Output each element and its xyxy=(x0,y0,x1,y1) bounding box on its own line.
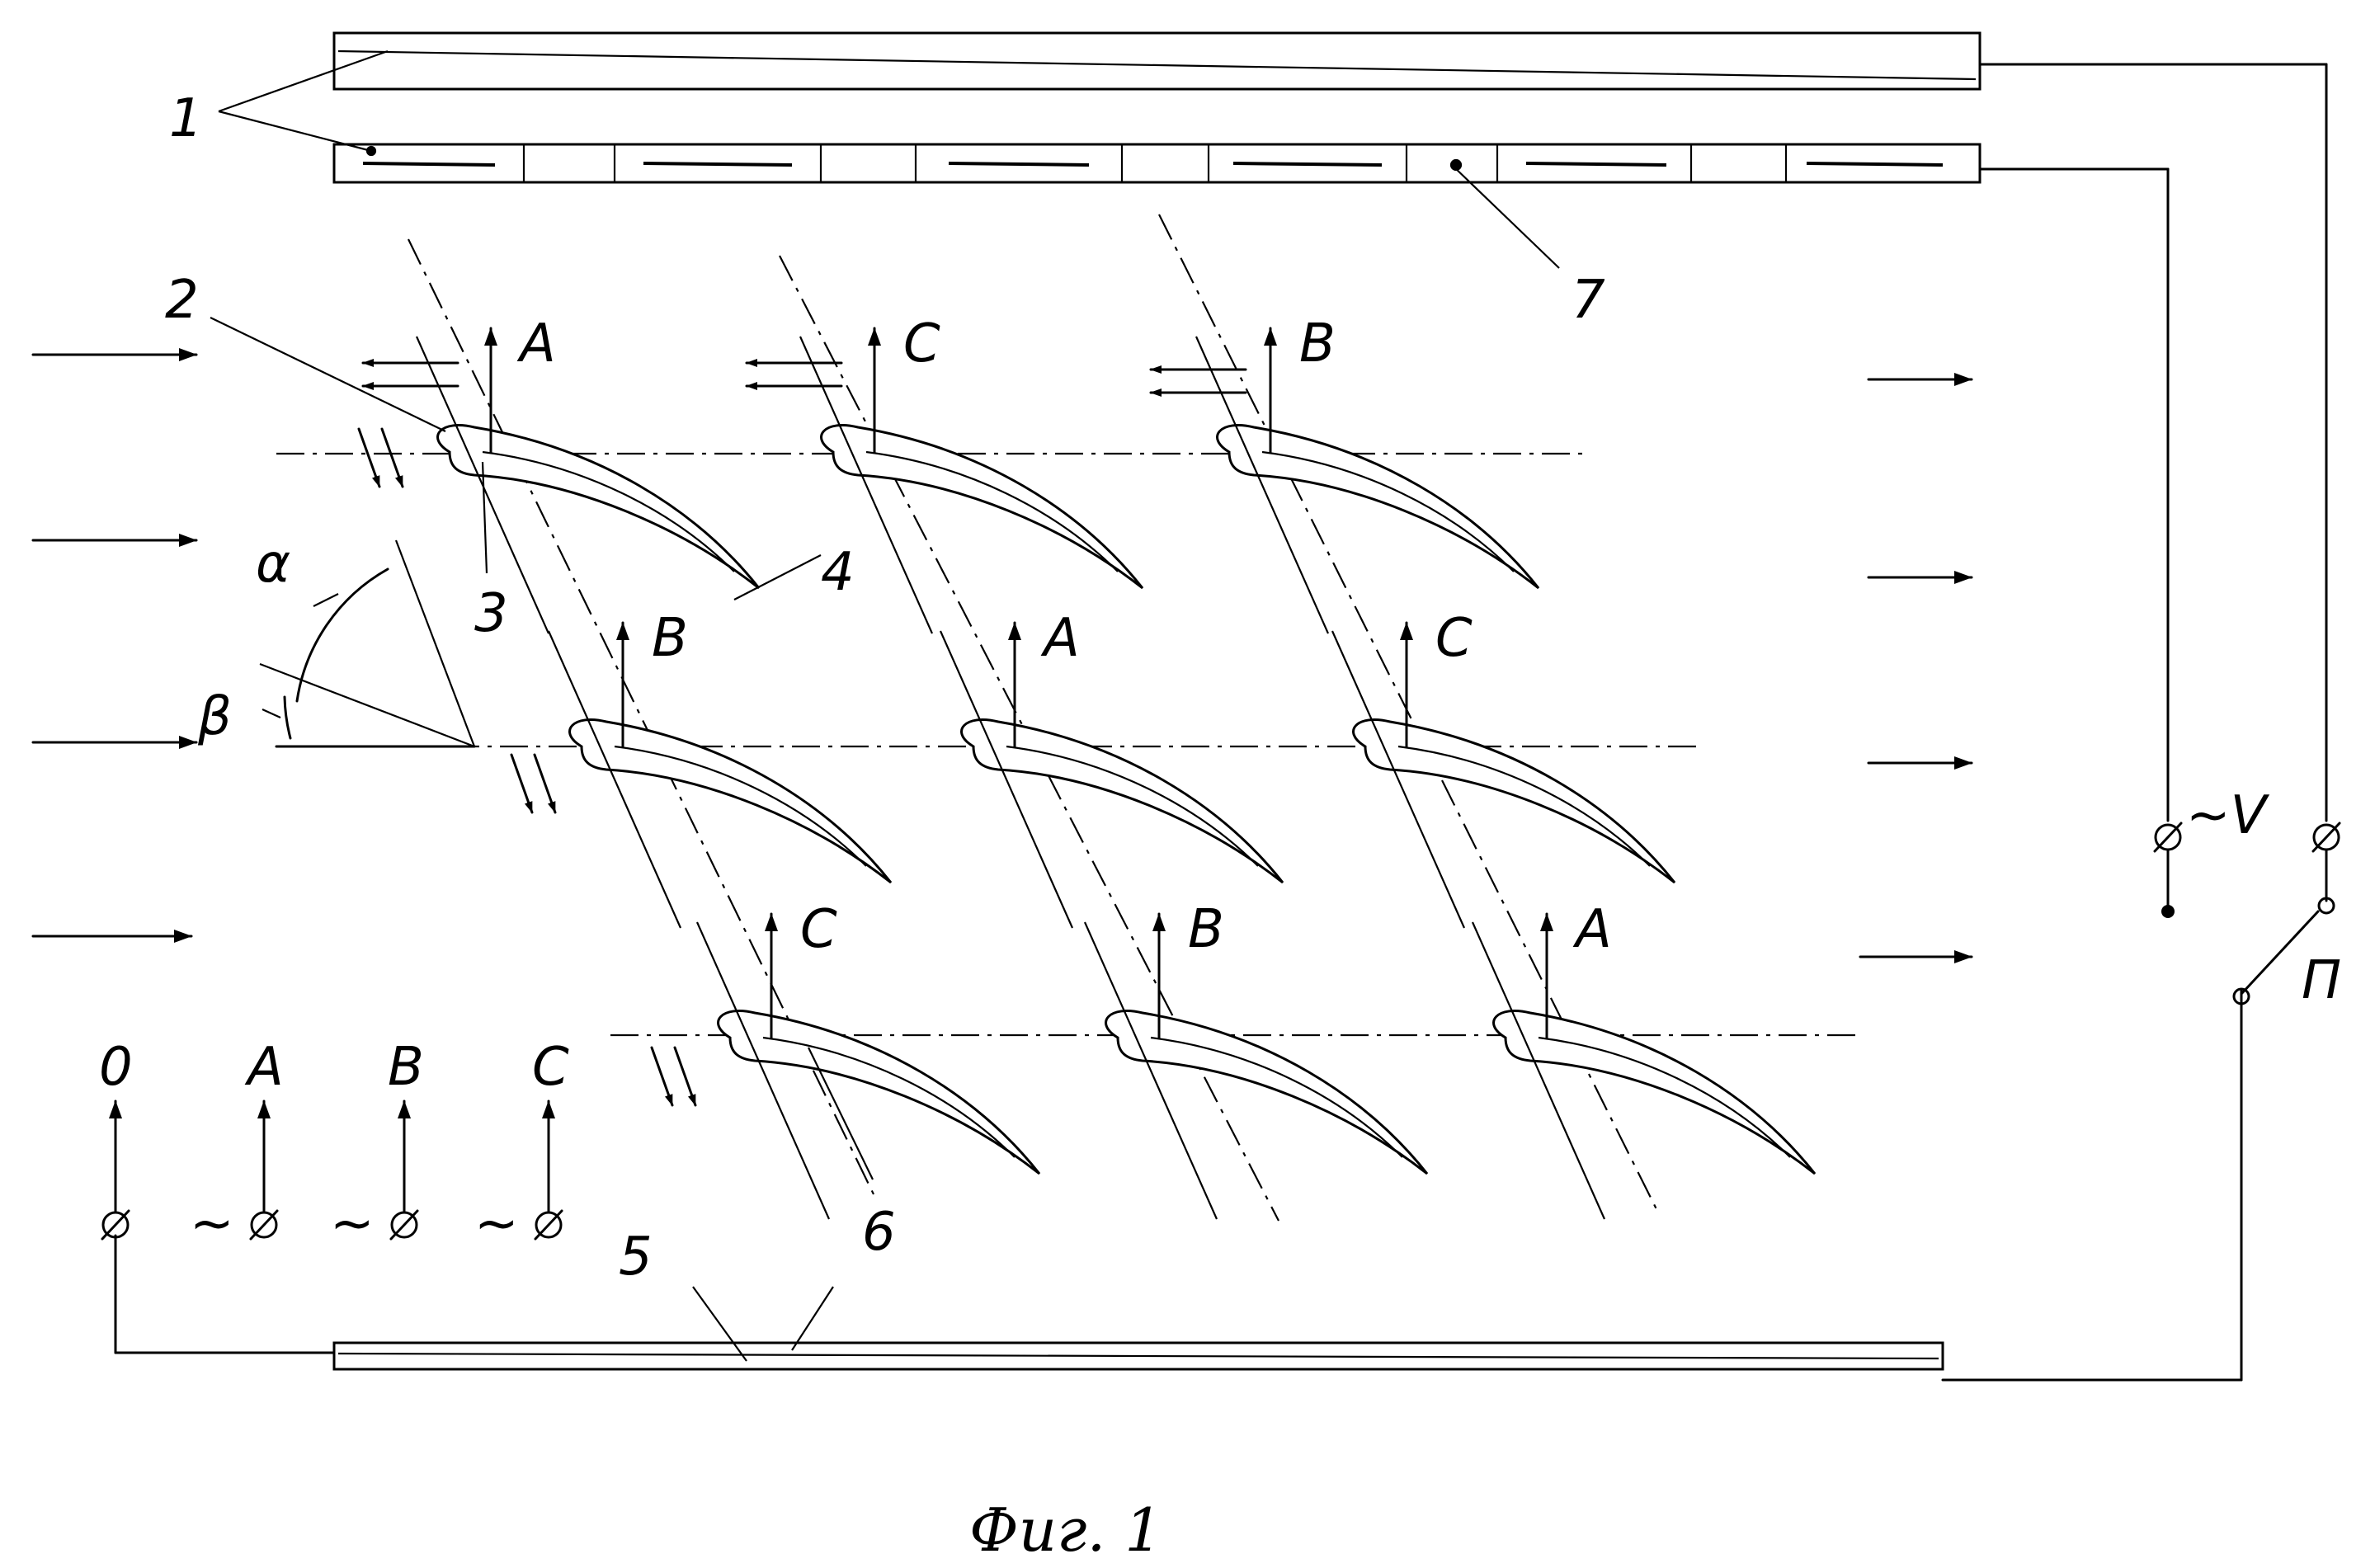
label-part-2: 2 xyxy=(165,270,199,331)
label-part-3: 3 xyxy=(474,583,508,644)
label-part-4: 4 xyxy=(821,542,855,603)
svg-text:B: B xyxy=(388,1037,424,1098)
angle-annotation xyxy=(260,540,474,746)
svg-text:~: ~ xyxy=(474,1194,519,1255)
label-switch: П xyxy=(2302,950,2341,1011)
terminal-b: B~ xyxy=(330,1037,424,1255)
blade: C xyxy=(1332,608,1675,928)
blade: A xyxy=(940,608,1283,928)
blade: A xyxy=(1473,899,1815,1219)
phase-label: B xyxy=(652,608,688,669)
svg-text:A: A xyxy=(244,1037,284,1098)
blade: B xyxy=(1085,899,1427,1219)
blade: B xyxy=(1196,313,1539,633)
phase-label: C xyxy=(903,313,940,374)
phase-label: A xyxy=(1572,899,1612,960)
phase-label: C xyxy=(800,899,837,960)
label-part-1: 1 xyxy=(169,88,203,149)
label-beta: β xyxy=(197,686,232,747)
phase-label: B xyxy=(1188,899,1224,960)
phase-label: A xyxy=(1040,608,1080,669)
svg-text:~: ~ xyxy=(190,1194,234,1255)
svg-text:0: 0 xyxy=(99,1037,133,1098)
phase-label: B xyxy=(1299,313,1336,374)
top-electrode xyxy=(334,33,2326,821)
phase-terminals: 0A~B~C~ xyxy=(99,1037,569,1353)
flow-arrows xyxy=(33,355,1972,957)
terminal-v-right-icon xyxy=(2313,823,2340,913)
terminal-zero: 0 xyxy=(99,1037,133,1239)
phase-label: C xyxy=(1435,608,1473,669)
terminal-c: C~ xyxy=(474,1037,569,1255)
label-alpha: α xyxy=(256,534,290,595)
label-part-6: 6 xyxy=(862,1202,896,1263)
label-part-7: 7 xyxy=(1572,270,1605,331)
svg-text:~: ~ xyxy=(330,1194,375,1255)
blade-cascade: A C B B A C C B A xyxy=(417,313,1815,1219)
label-part-5: 5 xyxy=(619,1227,653,1288)
figure-caption: Фиг. 1 xyxy=(969,1495,1162,1565)
svg-text:C: C xyxy=(532,1037,569,1098)
label-voltage: ~V xyxy=(2186,785,2270,846)
terminal-v-left-icon xyxy=(2155,823,2181,918)
phase-label: A xyxy=(516,313,556,374)
blade: B xyxy=(549,608,891,928)
terminal-a: A~ xyxy=(190,1037,284,1255)
